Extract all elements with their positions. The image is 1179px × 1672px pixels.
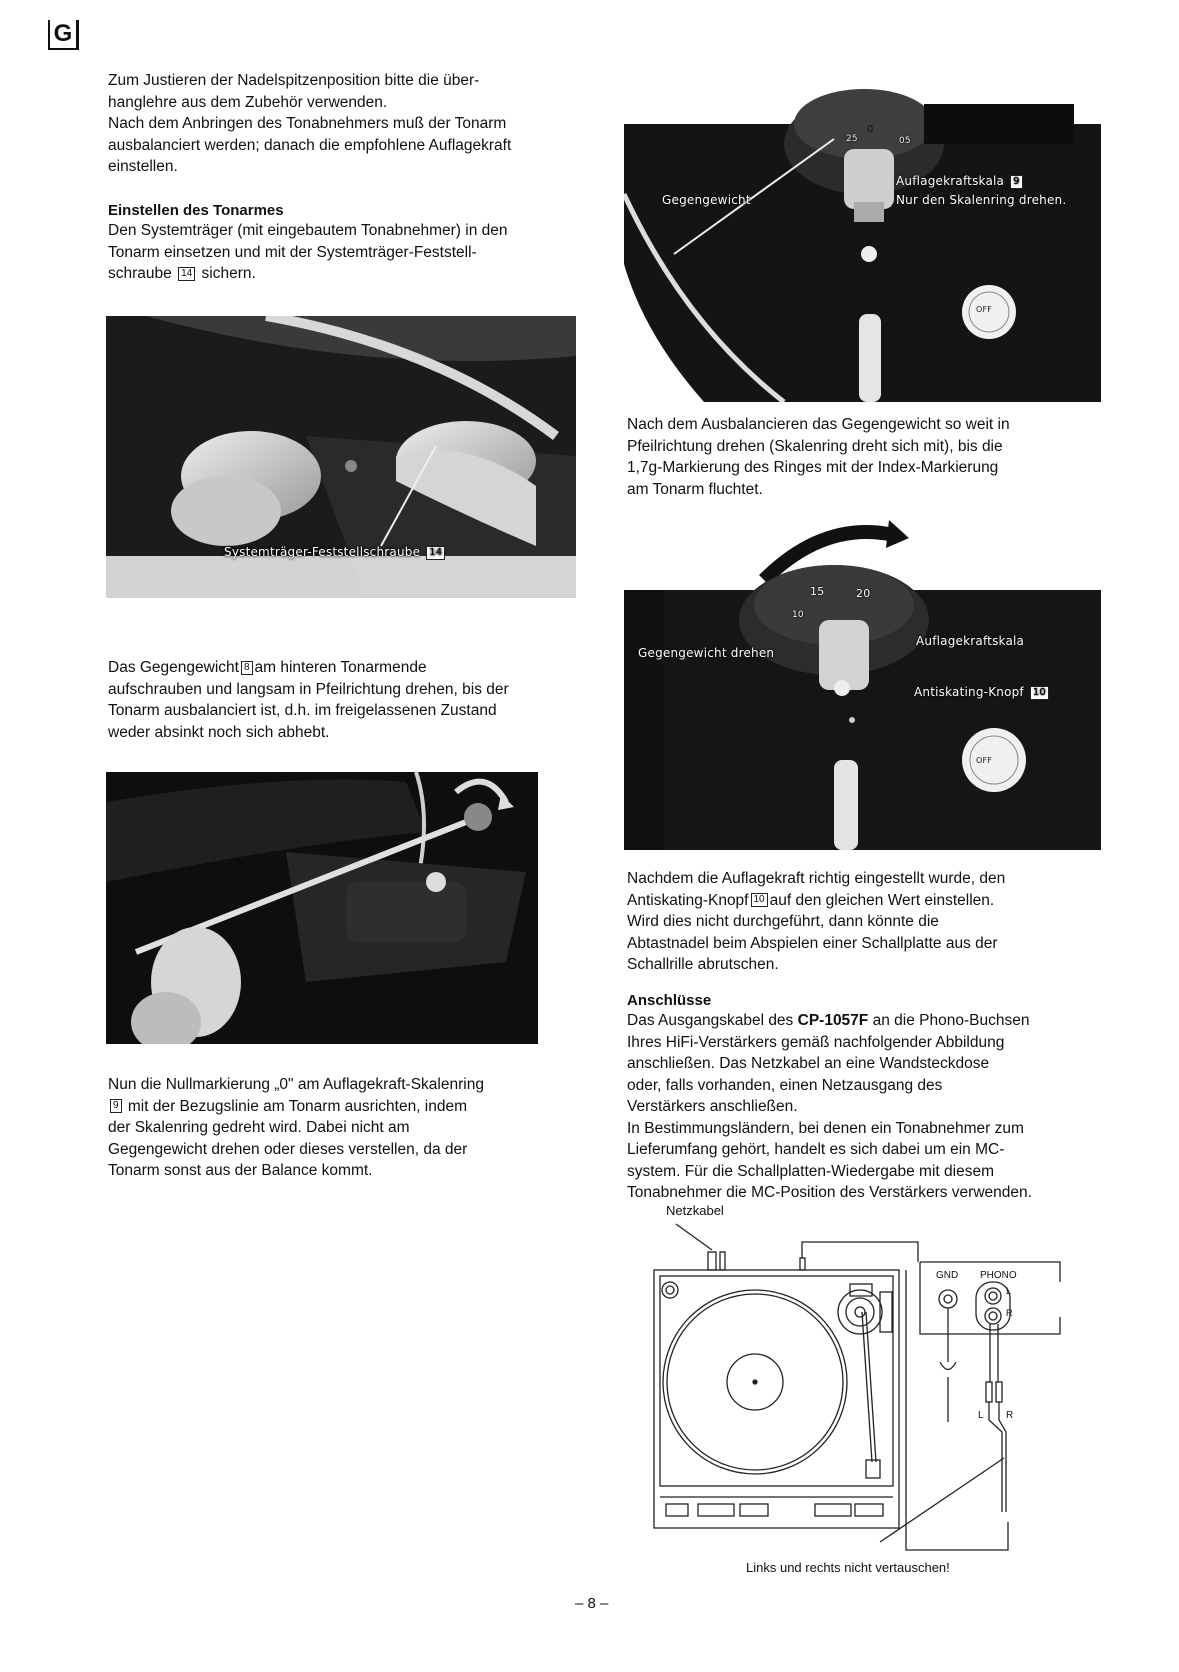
text-line: schraube 14 sichern. bbox=[108, 263, 578, 285]
text-line: Gegengewicht drehen oder dieses verstell… bbox=[108, 1140, 468, 1158]
dial-mark: 0 bbox=[867, 124, 874, 135]
text-line: 1,7g-Markierung des Ringes mit der Index… bbox=[627, 459, 999, 476]
photo-label: Systemträger-Feststellschraube 14 bbox=[224, 545, 447, 560]
text-span: Das Gegengewicht bbox=[108, 659, 239, 676]
photo-label: Auflagekraftskala bbox=[916, 634, 1025, 648]
dial-mark: 15 bbox=[810, 585, 825, 598]
text-line: system. Für die Schallplatten-Wiedergabe… bbox=[627, 1162, 994, 1180]
photo-illustration bbox=[624, 89, 1101, 402]
photo-illustration bbox=[624, 520, 1101, 850]
gnd-label: GND bbox=[936, 1270, 959, 1281]
text-line: weder absinkt noch sich abhebt. bbox=[108, 723, 330, 741]
plug-l-label: L bbox=[978, 1410, 984, 1421]
photo-tonearm-balance bbox=[106, 772, 538, 1044]
text-line: Tonabnehmer die MC-Position des Verstärk… bbox=[627, 1184, 1032, 1201]
model-number: CP-1057F bbox=[797, 1012, 869, 1029]
text-span: sichern. bbox=[201, 265, 256, 282]
dial-mark: 10 bbox=[792, 610, 804, 620]
plug-r-label: R bbox=[1006, 1410, 1014, 1421]
ref-number-box: 10 bbox=[1029, 685, 1049, 700]
dial-mark: 20 bbox=[856, 587, 871, 600]
text-line: ausbalanciert werden; danach die empfohl… bbox=[108, 136, 512, 154]
text-line: Nachdem die Auflagekraft richtig eingest… bbox=[627, 870, 1006, 887]
text-line: anschließen. Das Netzkabel an eine Wands… bbox=[627, 1055, 990, 1072]
text-line: 9 mit der Bezugslinie am Tonarm ausricht… bbox=[108, 1096, 578, 1118]
tonearm-paragraph: Den Systemträger (mit eingebautem Tonabn… bbox=[108, 220, 578, 285]
intro-paragraph: Zum Justieren der Nadelspitzenposition b… bbox=[108, 70, 578, 178]
photo-cartridge-screw: Systemträger-Feststellschraube 14 bbox=[106, 316, 576, 598]
dial-mark: OFF bbox=[976, 756, 993, 765]
photo-label-text: Auflagekraftskala bbox=[896, 174, 1005, 188]
photo-scale-ring: 0 25 05 OFF Auflagekraftskala 9 Nur den … bbox=[624, 84, 1101, 402]
heading-connections: Anschlüsse bbox=[627, 992, 712, 1009]
ref-number-box: 8 bbox=[240, 660, 253, 675]
text-span: Das Ausgangskabel des bbox=[627, 1012, 794, 1029]
text-span: auf den gleichen Wert einstellen. bbox=[769, 891, 995, 909]
text-line: Den Systemträger (mit eingebautem Tonabn… bbox=[108, 222, 508, 239]
ref-number-box: 9 bbox=[1010, 174, 1023, 189]
text-line: Wird dies nicht durchgeführt, dann könnt… bbox=[627, 913, 939, 930]
text-line: der Skalenring gedreht wird. Dabei nicht… bbox=[108, 1119, 410, 1136]
page-number: – 8 – bbox=[575, 1595, 609, 1612]
phono-l-label: L bbox=[1006, 1286, 1012, 1296]
photo-label: Gegengewicht bbox=[662, 193, 751, 207]
text-line: Tonarm ausbalanciert ist, d.h. im freige… bbox=[108, 702, 497, 719]
after-balance-paragraph: Nach dem Ausbalancieren das Gegengewicht… bbox=[627, 414, 1097, 500]
text-line: Pfeilrichtung drehen (Skalenring dreht s… bbox=[627, 437, 1003, 455]
phono-r-label: R bbox=[1006, 1308, 1013, 1318]
text-line: oder, falls vorhanden, einen Netzausgang… bbox=[627, 1076, 943, 1094]
phono-label: PHONO bbox=[980, 1270, 1017, 1281]
text-line: Ihres HiFi-Verstärkers gemäß nachfolgend… bbox=[627, 1033, 1005, 1051]
text-line: Das Ausgangskabel des CP-1057F an die Ph… bbox=[627, 1010, 1097, 1032]
warning-text: Links und rechts nicht vertauschen! bbox=[746, 1560, 950, 1575]
connections-paragraph: Das Ausgangskabel des CP-1057F an die Ph… bbox=[627, 1010, 1097, 1204]
text-line: Zum Justieren der Nadelspitzenposition b… bbox=[108, 72, 480, 89]
zero-paragraph: Nun die Nullmarkierung „0" am Auflagekra… bbox=[108, 1074, 578, 1182]
text-line: hanglehre aus dem Zubehör verwenden. bbox=[108, 93, 388, 111]
photo-label: Antiskating-Knopf 10 bbox=[914, 685, 1051, 700]
text-line: Abtastnadel beim Abspielen einer Schallp… bbox=[627, 934, 998, 952]
text-line: Tonarm einsetzen und mit der Systemträge… bbox=[108, 243, 477, 261]
text-line: Nun die Nullmarkierung „0" am Auflagekra… bbox=[108, 1076, 484, 1093]
dial-mark: 05 bbox=[899, 136, 911, 146]
ref-number-box: 10 bbox=[750, 893, 768, 908]
text-span: Antiskating-Knopf bbox=[627, 891, 749, 909]
text-line: In Bestimmungsländern, bei denen ein Ton… bbox=[627, 1119, 1024, 1137]
text-line: Nach dem Anbringen des Tonabnehmers muß … bbox=[108, 115, 507, 132]
photo-label-text: Systemträger-Feststellschraube bbox=[224, 545, 421, 559]
dial-mark: 25 bbox=[846, 134, 858, 144]
ref-number-box: 14 bbox=[426, 545, 446, 560]
heading-tonearm: Einstellen des Tonarmes bbox=[108, 202, 284, 219]
text-span: am hinteren Tonarmende bbox=[254, 659, 427, 676]
diagram-drawing bbox=[653, 1223, 1061, 1551]
text-line: Tonarm sonst aus der Balance kommt. bbox=[108, 1162, 373, 1179]
photo-illustration bbox=[106, 316, 576, 598]
photo-label-text: Antiskating-Knopf bbox=[914, 685, 1024, 699]
photo-illustration bbox=[106, 772, 538, 1044]
text-line: Schallrille abrutschen. bbox=[627, 956, 779, 973]
photo-label: Auflagekraftskala 9 bbox=[896, 174, 1025, 189]
power-cable-label: Netzkabel bbox=[666, 1203, 724, 1218]
text-line: am Tonarm fluchtet. bbox=[627, 480, 763, 498]
text-span: mit der Bezugslinie am Tonarm ausrichten… bbox=[127, 1097, 468, 1115]
text-line: Lieferumfang gehört, handelt es sich dab… bbox=[627, 1141, 1005, 1158]
ref-number-box: 14 bbox=[178, 266, 196, 281]
text-line: einstellen. bbox=[108, 158, 178, 175]
text-span: schraube bbox=[108, 265, 172, 282]
text-line: Verstärkers anschließen. bbox=[627, 1098, 798, 1115]
text-span: an die Phono-Buchsen bbox=[872, 1012, 1030, 1029]
text-line: aufschrauben und langsam in Pfeilrichtun… bbox=[108, 680, 509, 698]
photo-label: Gegengewicht drehen bbox=[638, 646, 775, 660]
antiskating-paragraph: Nachdem die Auflagekraft richtig eingest… bbox=[627, 868, 1097, 976]
section-mark: G bbox=[48, 20, 79, 50]
photo-label: Nur den Skalenring drehen. bbox=[896, 193, 1067, 207]
photo-antiskating: 15 20 10 OFF Gegengewicht drehen Auflage… bbox=[624, 520, 1101, 850]
text-line: Nach dem Ausbalancieren das Gegengewicht… bbox=[627, 416, 1010, 433]
connection-diagram: Netzkabel GND PHONO L R L R bbox=[640, 1203, 1080, 1562]
ref-number-box: 9 bbox=[110, 1099, 122, 1114]
dial-mark: OFF bbox=[976, 305, 993, 314]
